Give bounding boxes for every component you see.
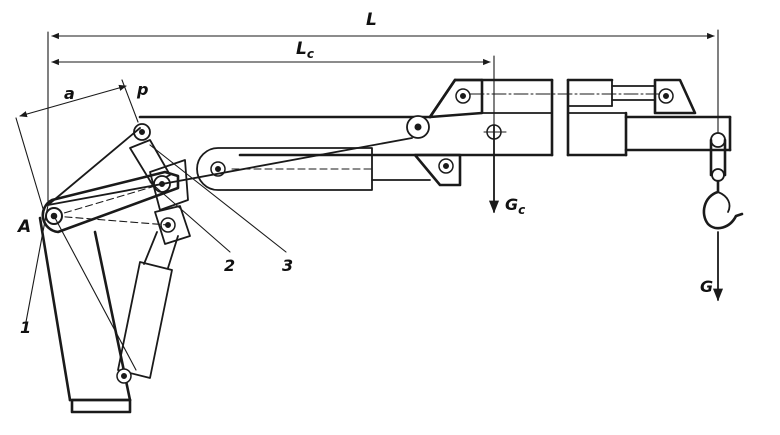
pin-cylinder-rod: [438, 158, 454, 174]
pivot-A-label: A: [16, 217, 31, 237]
gc-marker: [483, 124, 507, 214]
pin-top-bracket: [455, 88, 471, 104]
callout-2: 2: [224, 256, 235, 275]
dimension-L: [47, 29, 719, 206]
callout-3: 3: [282, 256, 293, 275]
main-boom: [138, 78, 554, 157]
column-base: [38, 216, 132, 414]
dimension-Lc-label: Lc: [296, 39, 314, 61]
dimension-a-label: a: [64, 84, 75, 103]
telescopic-section: [469, 78, 732, 157]
point-p-label: p: [136, 80, 148, 99]
callout-1: 1: [20, 318, 31, 337]
telescoping-cylinder: [196, 147, 462, 191]
gc-label: Gc: [505, 195, 525, 217]
pin-tip-bracket: [658, 88, 674, 104]
boom-top-bracket: [428, 78, 484, 119]
knuckle-link: [129, 139, 191, 245]
jib-arm: [41, 170, 180, 234]
load-g-label: G: [700, 277, 713, 296]
pin-boom-mid: [406, 115, 430, 139]
dimension-L-label: L: [366, 10, 377, 30]
dimension-a: [15, 79, 139, 213]
luffing-cylinder: [116, 231, 179, 384]
reference-lines: [25, 127, 413, 371]
hook: [702, 132, 744, 302]
